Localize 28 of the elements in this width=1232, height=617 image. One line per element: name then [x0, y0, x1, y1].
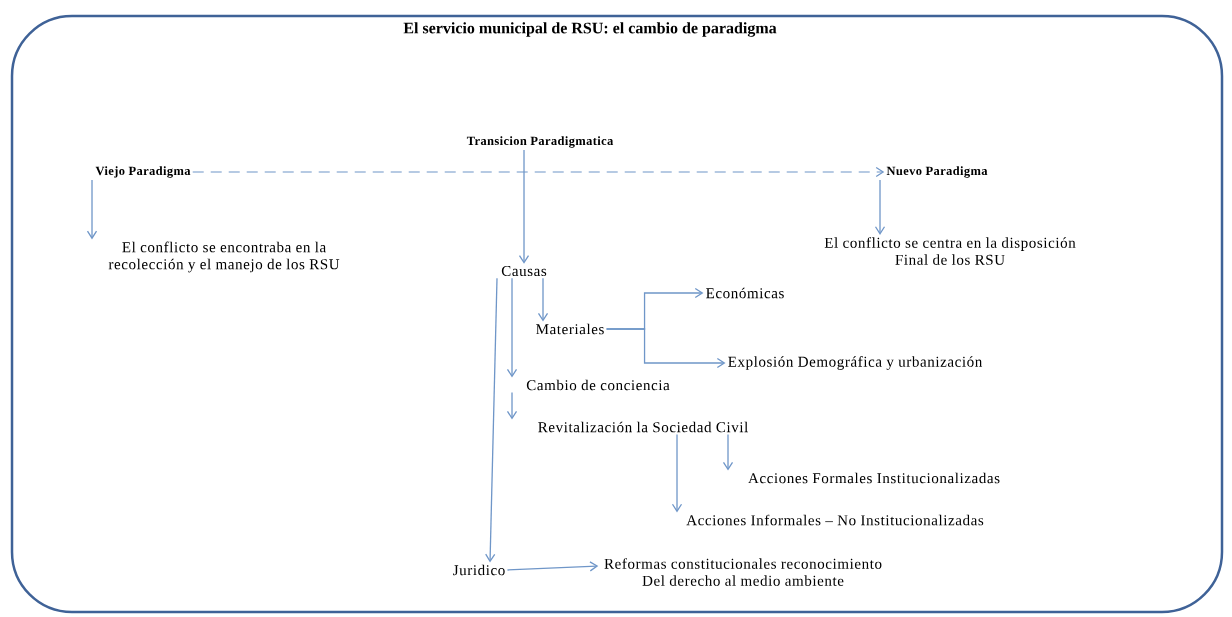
arrow [605, 328, 726, 369]
text-label: Económicas [706, 287, 784, 299]
arrow [722, 433, 734, 471]
arrow [537, 277, 549, 322]
arrow [506, 277, 518, 378]
text-label: El conflicto se encontraba en la recolección y el manejo de los RSU [108, 241, 340, 273]
arrow [506, 561, 599, 572]
arrow [86, 179, 98, 240]
heading-text: Transicion Paradigmatica [466, 136, 614, 148]
text-label: Materiales [536, 323, 604, 335]
text-label: Acciones Formales Institucionalizadas [748, 472, 1000, 484]
text-label: Acciones Informales – No Institucionalizadas [686, 514, 984, 526]
heading-text: Nuevo Paradigma [886, 166, 988, 178]
title: El servicio municipal de RSU: el cambio de paradigma [403, 22, 777, 37]
arrow [485, 277, 498, 563]
text-label: Cambio de conciencia [526, 379, 670, 391]
arrow [874, 179, 886, 235]
text-label: El conflicto se centra en la disposición Final de los RSU [824, 237, 1076, 265]
arrow [506, 391, 518, 420]
text-label: Explosión Demográfica y urbanización [728, 356, 983, 370]
arrow [518, 149, 530, 264]
arrow [192, 166, 885, 178]
text-label: Causas [501, 265, 547, 277]
text-label: Revitalización la Sociedad Civil [538, 421, 748, 433]
heading-text: Viejo Paradigma [95, 166, 191, 178]
text-label: Reformas constitucionales reconocimiento Del derecho al medio ambiente [604, 558, 882, 586]
arrow [671, 433, 683, 513]
text-label: Juridico [453, 564, 505, 576]
